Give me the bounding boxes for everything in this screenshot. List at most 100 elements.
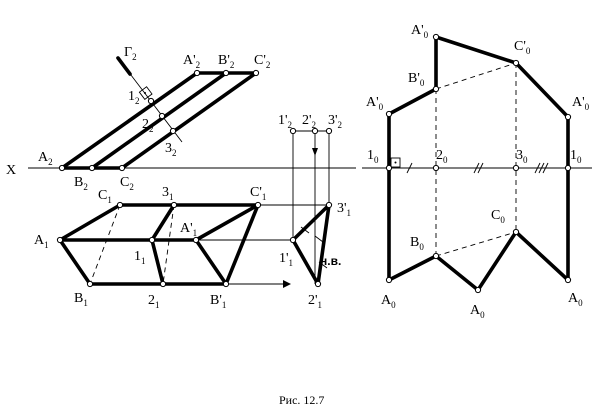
pt-c2 xyxy=(118,164,126,172)
pt-1p-2 xyxy=(289,127,297,135)
gamma-arrow-tip xyxy=(116,56,132,76)
pt-3p-2 xyxy=(325,127,333,135)
edge-b2-b2p xyxy=(90,71,228,170)
hatch-2 xyxy=(314,235,324,243)
gamma-label: Г2 xyxy=(124,45,137,62)
label-b2: B2 xyxy=(74,175,88,192)
pt-a0p-top xyxy=(432,33,440,41)
label-b2p: B'2 xyxy=(218,53,234,70)
pt-1-0-left xyxy=(385,164,393,172)
label-n1-1: 11 xyxy=(134,249,146,266)
label-n3-1: 31 xyxy=(162,185,174,202)
pt-3-0 xyxy=(512,164,520,172)
pt-c1p xyxy=(254,201,262,209)
pt-a2 xyxy=(58,164,66,172)
hidden-3-2 xyxy=(162,204,175,285)
right-drawing xyxy=(362,33,592,294)
right-angle-dot-right xyxy=(394,161,397,164)
label-b0: B0 xyxy=(410,235,424,252)
label-a0-left: A0 xyxy=(381,293,396,310)
pt-a1 xyxy=(56,236,64,244)
prism-section-top xyxy=(58,203,260,242)
section-1-2 xyxy=(150,238,165,286)
pt-3p-1 xyxy=(325,201,333,209)
pt-c1 xyxy=(116,201,124,209)
figure-caption: Рис. 12.7 xyxy=(279,393,324,407)
label-n3p2: 3'2 xyxy=(328,113,342,130)
label-a0p-top: A'0 xyxy=(411,23,429,40)
label-n1-0-right: 10 xyxy=(570,148,582,165)
label-c0p: C'0 xyxy=(514,39,531,56)
upper-outline xyxy=(387,35,570,170)
pt-2p-2 xyxy=(311,127,319,135)
label-c2: C2 xyxy=(120,175,134,192)
pt-b1 xyxy=(86,280,94,288)
right-angle-mark xyxy=(138,86,153,101)
ticks-axis-3c xyxy=(542,162,549,174)
section-1-3 xyxy=(150,203,176,242)
label-n2-2: 22 xyxy=(142,117,154,134)
right-angle-dot xyxy=(144,92,146,94)
pt-1p-1 xyxy=(289,236,297,244)
edge-c2-c2p xyxy=(120,71,258,170)
label-n3-2: 32 xyxy=(165,141,177,158)
ticks-axis xyxy=(406,162,413,174)
lower-outline xyxy=(387,166,570,292)
pt-c0 xyxy=(512,228,520,236)
edge-a2-a2p xyxy=(60,71,199,170)
hidden-c1-b1 xyxy=(89,204,121,285)
label-n1-2: 12 xyxy=(128,89,140,106)
label-a0p-mid: A'0 xyxy=(366,95,384,112)
label-c2p: C'2 xyxy=(254,53,270,70)
nv-label: н.в. xyxy=(320,254,341,268)
label-n1-0-left: 10 xyxy=(367,148,379,165)
edge-a1p-b1p xyxy=(194,238,228,286)
hatch-3 xyxy=(318,261,328,269)
ticks-axis-2b xyxy=(477,162,484,174)
pt-a1p xyxy=(192,236,200,244)
label-c1p: C'1 xyxy=(250,185,266,202)
label-a0-right: A0 xyxy=(568,291,583,308)
left-drawing: X xyxy=(6,45,356,288)
label-n3-0: 30 xyxy=(516,148,528,165)
edge-b1p-c1p xyxy=(224,203,260,286)
label-b1p: B'1 xyxy=(210,293,226,310)
ticks-axis-3b xyxy=(538,162,545,174)
label-n3p1: 3'1 xyxy=(337,201,351,218)
label-n2-1: 21 xyxy=(148,293,160,310)
label-a1: A1 xyxy=(34,233,49,250)
ticks-axis-3a xyxy=(534,162,541,174)
pt-3-2 xyxy=(169,127,177,135)
pt-c2p xyxy=(252,69,260,77)
pt-b1p xyxy=(222,280,230,288)
pt-b0 xyxy=(432,252,440,260)
label-n1p2: 1'2 xyxy=(278,113,292,130)
label-n1p1: 1'1 xyxy=(279,251,293,268)
pt-b0p xyxy=(432,85,440,93)
label-c1: C1 xyxy=(98,188,112,205)
label-a2: A2 xyxy=(38,150,53,167)
right-angle-mark-right xyxy=(390,157,401,168)
label-n2-0: 20 xyxy=(436,148,448,165)
pt-2p-1 xyxy=(314,280,322,288)
pt-a0p-mid xyxy=(385,110,393,118)
label-b1: B1 xyxy=(74,291,88,308)
true-size-triangle xyxy=(291,203,331,286)
edge-a1-b1 xyxy=(58,238,92,286)
label-n2p1: 2'1 xyxy=(308,293,322,310)
left-points xyxy=(56,69,333,288)
pt-a0-right xyxy=(564,276,572,284)
hatch-1 xyxy=(300,226,310,234)
pt-c0p xyxy=(512,59,520,67)
pt-a0-mid xyxy=(474,286,482,294)
right-points xyxy=(385,33,572,294)
label-b0p: B'0 xyxy=(408,71,425,88)
pt-b2p xyxy=(222,69,230,77)
arrowhead-down xyxy=(312,148,318,156)
x-axis-label: X xyxy=(6,163,16,178)
label-c0: C0 xyxy=(491,208,505,225)
pt-1-2 xyxy=(147,97,155,105)
pt-1-1 xyxy=(148,236,156,244)
